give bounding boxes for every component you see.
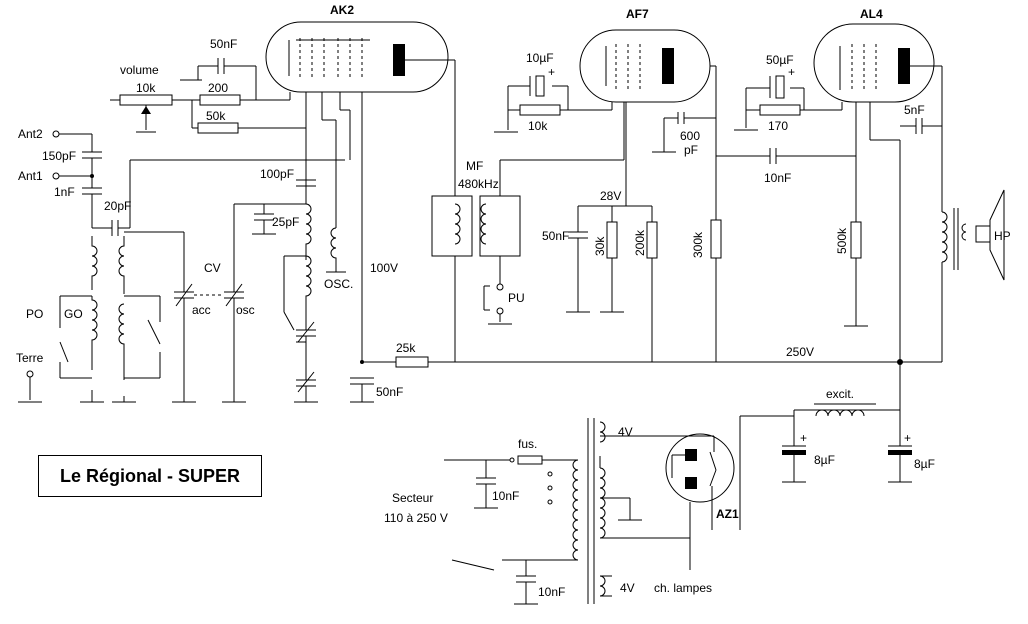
label-c-10nf-mains-b: 10nF [538, 585, 565, 599]
label-c-10nf-coup: 10nF [764, 171, 791, 185]
label-c-50nf-dec: 50nF [376, 385, 403, 399]
label-mf: MF [466, 159, 483, 173]
tube-ak2-label: AK2 [330, 3, 354, 17]
label-plus-af7: + [548, 65, 555, 79]
label-ant1: Ant1 [18, 169, 43, 183]
label-cv: CV [204, 261, 221, 275]
if-transformer [405, 59, 625, 362]
tube-al4-label: AL4 [860, 7, 883, 21]
label-c-50uf: 50µF [766, 53, 794, 67]
label-volume: volume [120, 63, 159, 77]
tube-al4: AL4 [813, 7, 935, 103]
label-c-8uf-b: 8µF [914, 457, 935, 471]
label-ant2: Ant2 [18, 127, 43, 141]
label-c-8uf-a: 8µF [814, 453, 835, 467]
ak2-circuit [110, 58, 942, 403]
tube-af7: AF7 [579, 7, 711, 103]
label-c-100pf: 100pF [260, 167, 294, 181]
label-c-25pf: 25pF [272, 215, 299, 229]
label-v-28: 28V [600, 189, 621, 203]
label-c-5nf: 5nF [904, 103, 925, 117]
label-r-25k: 25k [396, 341, 416, 355]
label-v-250: 250V [786, 345, 814, 359]
labels: volume 50nF 10k 200 50k Ant2 Ant1 150pF … [16, 37, 1011, 599]
label-c-1nf: 1nF [54, 185, 75, 199]
label-c-10nf-mains-a: 10nF [492, 489, 519, 503]
label-c-50nf-top: 50nF [210, 37, 237, 51]
label-r-170: 170 [768, 119, 788, 133]
label-c-10uf: 10µF [526, 51, 554, 65]
label-mf-freq: 480kHz [458, 177, 499, 191]
label-terre: Terre [16, 351, 44, 365]
tube-af7-label: AF7 [626, 7, 649, 21]
label-r-10k-cath: 10k [528, 119, 548, 133]
label-ch-lampes: ch. lampes [654, 581, 712, 595]
label-plus-al4: + [788, 65, 795, 79]
tube-az1-label: AZ1 [716, 507, 739, 521]
label-osc-coil: OSC. [324, 277, 353, 291]
label-plus-c8a: + [800, 431, 807, 445]
label-r-30k: 30k [593, 236, 607, 256]
power-supply [444, 403, 912, 605]
label-hp: HP [994, 229, 1011, 243]
label-po: PO [26, 307, 43, 321]
label-pu: PU [508, 291, 525, 305]
label-c-600pf-a: 600 [680, 129, 700, 143]
label-v-100: 100V [370, 261, 398, 275]
af7-circuit [494, 65, 856, 362]
label-r-200: 200 [208, 81, 228, 95]
label-acc: acc [192, 303, 211, 317]
tube-az1: AZ1 [665, 433, 739, 521]
label-c-20pf: 20pF [104, 199, 131, 213]
label-r-300k: 300k [691, 231, 705, 258]
tube-ak2: AK2 [265, 3, 449, 93]
label-r-500k: 500k [835, 227, 849, 254]
label-v-4-az: 4V [618, 425, 633, 439]
label-r-50k: 50k [206, 109, 226, 123]
label-secteur-range: 110 à 250 V [384, 511, 448, 525]
al4-circuit [734, 65, 1005, 410]
label-c-150pf: 150pF [42, 149, 76, 163]
label-v-4-lamps: 4V [620, 581, 635, 595]
label-c-50nf-scr: 50nF [542, 229, 569, 243]
tuning-capacitors [172, 203, 306, 403]
label-r-10k-vol: 10k [136, 81, 156, 95]
antenna-section [18, 130, 345, 403]
label-go: GO [64, 307, 83, 321]
label-r-200k: 200k [633, 229, 647, 256]
label-plus-c8b: + [904, 431, 911, 445]
label-excit: excit. [826, 387, 854, 401]
label-fus: fus. [518, 437, 537, 451]
label-secteur: Secteur [392, 491, 433, 505]
label-c-600pf-b: pF [684, 143, 698, 157]
label-osc: osc [236, 303, 255, 317]
schematic-title: Le Régional - SUPER [38, 455, 262, 497]
